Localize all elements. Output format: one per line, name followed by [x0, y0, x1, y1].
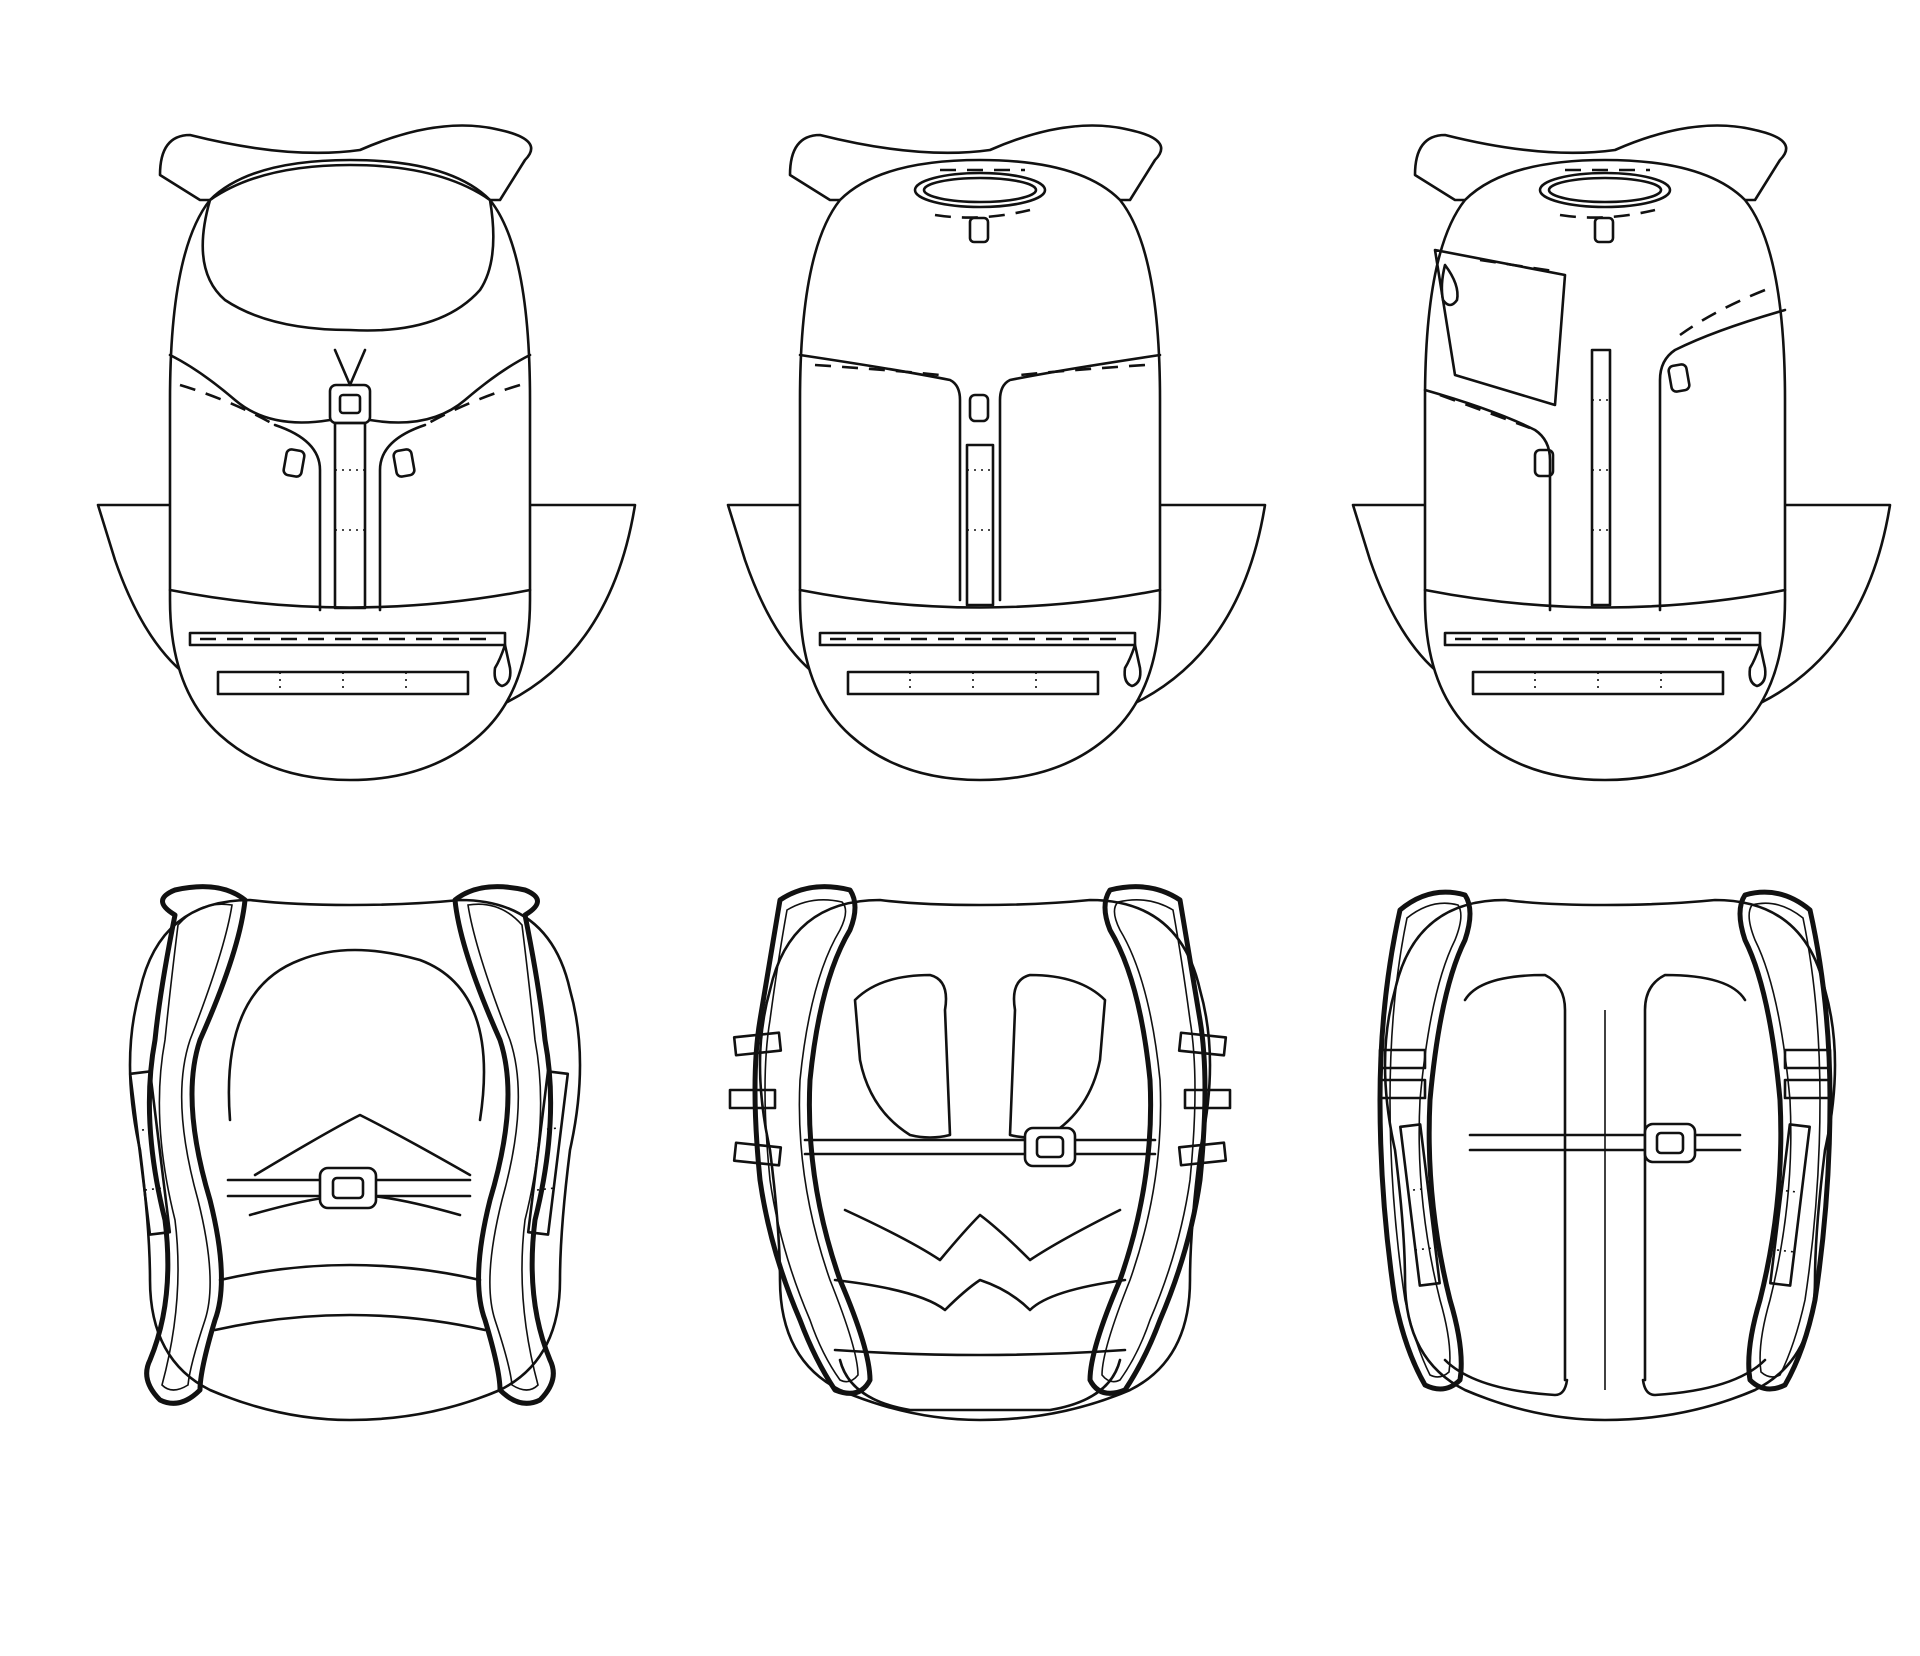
front-view-drawstring-pocket	[1351, 124, 1892, 782]
back-view-harness-2	[728, 884, 1232, 1422]
back-view-harness-3	[1377, 889, 1837, 1422]
front-view-top-loader	[96, 124, 637, 782]
front-view-drawstring	[726, 124, 1267, 782]
back-view-harness-1	[128, 884, 582, 1422]
